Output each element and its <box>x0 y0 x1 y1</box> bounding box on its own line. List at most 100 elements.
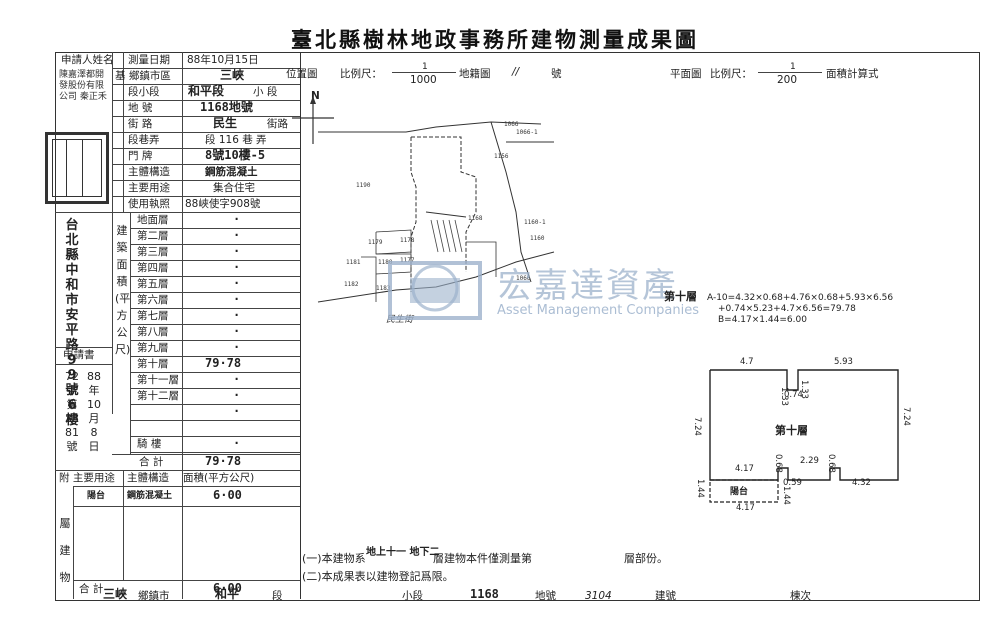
floor-area: · <box>233 292 241 306</box>
svg-text:0.74: 0.74 <box>784 390 803 400</box>
applicant-name: 陳嘉澤都開發股份有限公司 秦正禾 <box>59 70 107 102</box>
annex-side: 屬建物 <box>59 517 71 584</box>
svg-text:5.93: 5.93 <box>834 357 853 367</box>
floor-area: · <box>233 244 241 258</box>
svg-text:0.59: 0.59 <box>783 478 802 488</box>
note-1b: 地上十一 地下二 <box>366 547 440 558</box>
section-value: 和平段 <box>188 84 225 98</box>
footer-subsection: 小段 <box>402 590 423 602</box>
footer-sheet-label: 棟次 <box>790 590 811 602</box>
floors-header: 建築面積(平方公尺) <box>115 224 131 356</box>
application-number: 72字第3381號 <box>65 370 79 453</box>
survey-date: 88年10月15日 <box>187 54 259 66</box>
floor-name: 騎 樓 <box>137 438 162 450</box>
application-date: 88年10月8日 <box>87 370 101 453</box>
footer-land-no: 1168 <box>470 587 499 601</box>
area-formula-label: 面積計算式 <box>826 68 879 80</box>
svg-text:0.68: 0.68 <box>826 454 836 473</box>
floor-area: · <box>233 324 241 338</box>
survey-date-label: 測量日期 <box>128 54 170 66</box>
svg-text:1066-1: 1066-1 <box>516 129 538 136</box>
svg-text:4.17: 4.17 <box>735 464 754 474</box>
svg-text:1066: 1066 <box>516 275 531 282</box>
floor-name: 第七層 <box>137 310 169 322</box>
floor-area: · <box>233 372 241 386</box>
floor-total-label: 合 計 <box>139 456 164 468</box>
svg-text:1160: 1160 <box>530 235 545 242</box>
note-1d: 層部份。 <box>624 552 668 565</box>
footer-building-no: 3104 <box>585 590 612 602</box>
left-table: 申請人姓名 陳嘉澤都開發股份有限公司 秦正禾 測量日期 88年10月15日 基 … <box>45 52 301 599</box>
page-title: 臺北縣樹林地政事務所建物測量成果圖 <box>291 27 699 52</box>
no-label: 號 <box>551 68 562 80</box>
plan-label: 平面圖 <box>670 68 702 80</box>
plan-balcony-label: 陽台 <box>730 485 748 497</box>
lane-label: 段巷弄 <box>128 134 160 146</box>
section-label: 段小段 <box>128 86 160 98</box>
floor-name: 第十層 <box>137 358 169 370</box>
land-no: 1168地號 <box>200 100 253 114</box>
svg-text:7.24: 7.24 <box>901 407 911 426</box>
svg-text:1.44: 1.44 <box>695 479 705 498</box>
svg-text:0.68: 0.68 <box>773 454 783 473</box>
annex-header-struct: 主體構造 <box>127 472 169 484</box>
structure-label: 主體構造 <box>128 166 170 178</box>
svg-text:1183: 1183 <box>376 285 391 292</box>
floor-area: · <box>233 436 241 450</box>
footer-township: 三峽 <box>103 587 128 601</box>
street-suffix: 街路 <box>267 118 288 130</box>
permit-value: 88峽使字908號 <box>185 198 261 210</box>
floor-plan-drawing: 4.7 5.93 1.33 1.33 0.74 7.24 7.24 4.17 0… <box>692 357 911 513</box>
north-arrow-icon <box>292 96 334 144</box>
usage: 集合住宅 <box>213 182 255 194</box>
svg-text:4.17: 4.17 <box>736 503 755 513</box>
cadastral-no: // <box>512 66 520 78</box>
svg-text:1180: 1180 <box>378 259 393 266</box>
township: 三峽 <box>220 68 245 82</box>
note-2: (二)本成果表以建物登記爲限。 <box>302 570 454 583</box>
floor-name: 第十一層 <box>137 374 179 386</box>
formula-line-3: B=4.17×1.44=6.00 <box>718 315 807 325</box>
street: 民生 <box>213 116 238 130</box>
svg-text:4.7: 4.7 <box>740 357 754 367</box>
formula-line-1: A-10=4.32×0.68+4.76×0.68+5.93×6.56 <box>707 293 894 303</box>
application-label: 申請書 <box>63 349 95 361</box>
floor-name: 第十二層 <box>137 390 179 402</box>
floor-area: · <box>233 388 241 402</box>
watermark-emblem-icon <box>388 261 482 320</box>
applicant-label: 申請人姓名 <box>61 54 114 66</box>
annex-header-use: 附 主要用途 <box>59 472 115 484</box>
svg-text:1190: 1190 <box>356 182 371 189</box>
svg-text:4.32: 4.32 <box>852 478 871 488</box>
svg-text:1168: 1168 <box>468 215 483 222</box>
footer-section-label: 段 <box>272 590 283 602</box>
watermark-subtext: Asset Management Companies <box>497 303 699 318</box>
svg-text:1.33: 1.33 <box>779 387 789 406</box>
door-label: 門 牌 <box>128 150 153 162</box>
floor-area: · <box>233 308 241 322</box>
seal-stamp <box>45 132 109 204</box>
floor-area: 79·78 <box>205 356 242 370</box>
scale-num-plan: 1 <box>790 62 796 72</box>
svg-text:1177: 1177 <box>400 257 415 264</box>
scale-label-loc: 比例尺： <box>340 68 382 80</box>
cadastral-label: 地籍圖 <box>459 68 491 80</box>
formula-floor-label: 第十層 <box>664 290 697 303</box>
footer-section: 和平 <box>215 587 240 601</box>
north-label: N <box>311 90 320 102</box>
door-value: 8號10樓-5 <box>205 148 266 162</box>
annex-total: 6·00 <box>213 581 242 595</box>
floor-name: 第八層 <box>137 326 169 338</box>
annex-header-area: 面積(平方公尺) <box>183 472 255 484</box>
floor-name: 第二層 <box>137 230 169 242</box>
permit-label: 使用執照 <box>128 198 170 210</box>
floor-area: · <box>233 340 241 354</box>
footer-land-label: 地號 <box>535 590 556 602</box>
floor-name: 第五層 <box>137 278 169 290</box>
floor-name: 地面層 <box>137 214 169 226</box>
structure: 鋼筋混凝土 <box>205 166 258 178</box>
svg-text:1.33: 1.33 <box>799 380 809 399</box>
floor-name: 第九層 <box>137 342 169 354</box>
note-1c: 層建物本件僅測量第 <box>433 552 532 565</box>
svg-text:1156: 1156 <box>494 153 509 160</box>
